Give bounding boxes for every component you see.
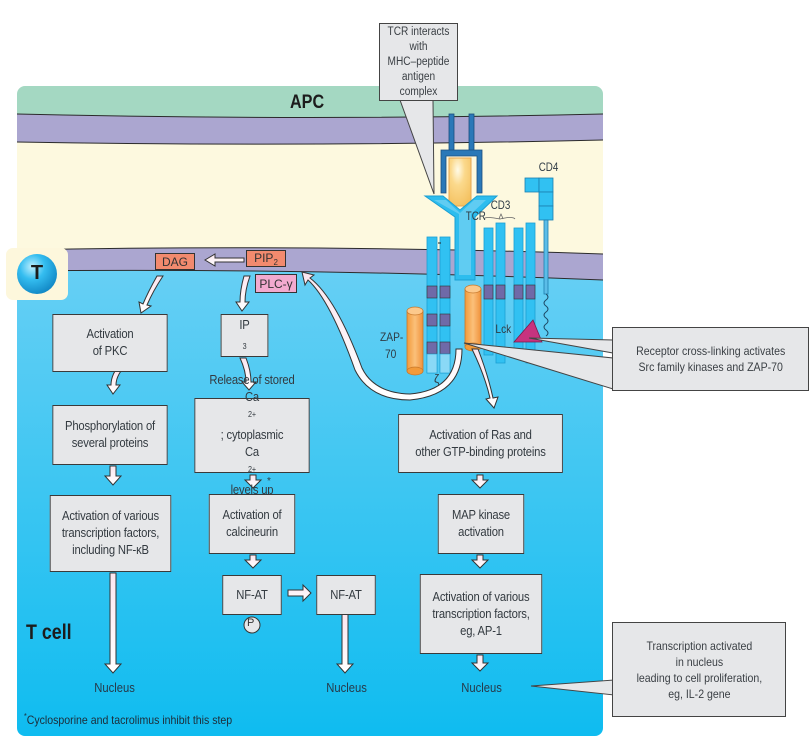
footnote: *Cyclosporine and tacrolimus inhibit thi… — [24, 712, 232, 727]
t-badge-letter: T — [30, 262, 44, 284]
t-cell-label: T cell — [26, 621, 72, 644]
map-to-tf-arrow — [470, 554, 490, 569]
cross-linking-callout: Receptor cross-linking activates Src fam… — [612, 327, 809, 391]
pip2-to-dag-arrow — [204, 253, 245, 267]
footnote-text: Cyclosporine and tacrolimus inhibit this… — [26, 713, 233, 727]
ap1-to-nucleus-arrow — [470, 654, 490, 672]
pkc-to-phosphorylation-arrow — [106, 370, 122, 395]
apc-label: APC — [290, 92, 325, 113]
zap70-to-ras-arrow — [471, 348, 499, 409]
zap70-to-plc-arrow — [301, 271, 463, 401]
lck-label: Lck — [495, 322, 512, 336]
plc-gamma-tag: PLC-γ — [255, 274, 297, 293]
zap70-bound-icon — [464, 284, 482, 352]
zeta-chain-icon — [426, 236, 451, 374]
nfat-phosphorylated-box: NF-AT — [222, 575, 282, 615]
lck-kinase-icon — [513, 319, 543, 343]
cd4-label: CD4 — [538, 162, 559, 174]
mhc-molecule-icon — [440, 113, 483, 194]
tcr-interaction-callout: TCR interacts with MHC–peptide antigen c… — [379, 23, 458, 101]
plc-gamma-label: PLC-γ — [259, 276, 293, 291]
dag-label: DAG — [161, 254, 188, 269]
pip2-to-ip3-arrow — [235, 275, 251, 312]
zap70-icon — [406, 306, 424, 376]
cd4-coreceptor-icon — [524, 177, 554, 337]
t-cell-badge-icon — [17, 254, 57, 294]
zap70-label-line1: ZAP- — [380, 330, 404, 344]
zap70-label-line2: 70 — [385, 347, 397, 361]
zeta-label: ζ — [434, 372, 440, 386]
phosphate-icon — [243, 616, 261, 634]
pkc-nucleus-label: Nucleus — [94, 681, 135, 695]
ap1-nucleus-label: Nucleus — [461, 681, 502, 695]
tcr-label: TCR — [465, 211, 486, 223]
dag-tag: DAG — [155, 253, 195, 270]
cd3-chains-icon — [483, 213, 536, 364]
footnote-mark: * — [24, 712, 27, 721]
pip2-label: PIP2 — [254, 250, 278, 267]
phosphorylation-to-tf-arrow — [103, 465, 123, 486]
nfat-translocation-arrow — [287, 583, 312, 603]
ras-to-map-arrow — [470, 474, 490, 489]
ip3-to-calcium-arrow — [239, 357, 258, 391]
cd3-label: CD3 — [490, 200, 511, 212]
nfat-nucleus-label: Nucleus — [326, 681, 367, 695]
nfat-active-box: NF-AT — [316, 575, 376, 615]
calcium-to-calcineurin-arrow — [243, 474, 263, 489]
dag-to-pkc-arrow — [138, 275, 164, 314]
calcineurin-to-nfat-arrow — [243, 554, 263, 569]
nfat-to-nucleus-arrow — [335, 611, 355, 674]
tcr-receptor-icon — [423, 195, 499, 281]
apc-membrane — [17, 114, 603, 145]
pip2-tag: PIP2 — [246, 250, 286, 267]
transcription-callout: Transcription activated in nucleus leadi… — [612, 622, 786, 717]
inhibition-asterisk: * — [267, 476, 271, 487]
nfkb-to-nucleus-arrow — [103, 572, 123, 674]
phosphate-label: P — [247, 617, 255, 629]
peptide-antigen-icon — [448, 157, 472, 207]
